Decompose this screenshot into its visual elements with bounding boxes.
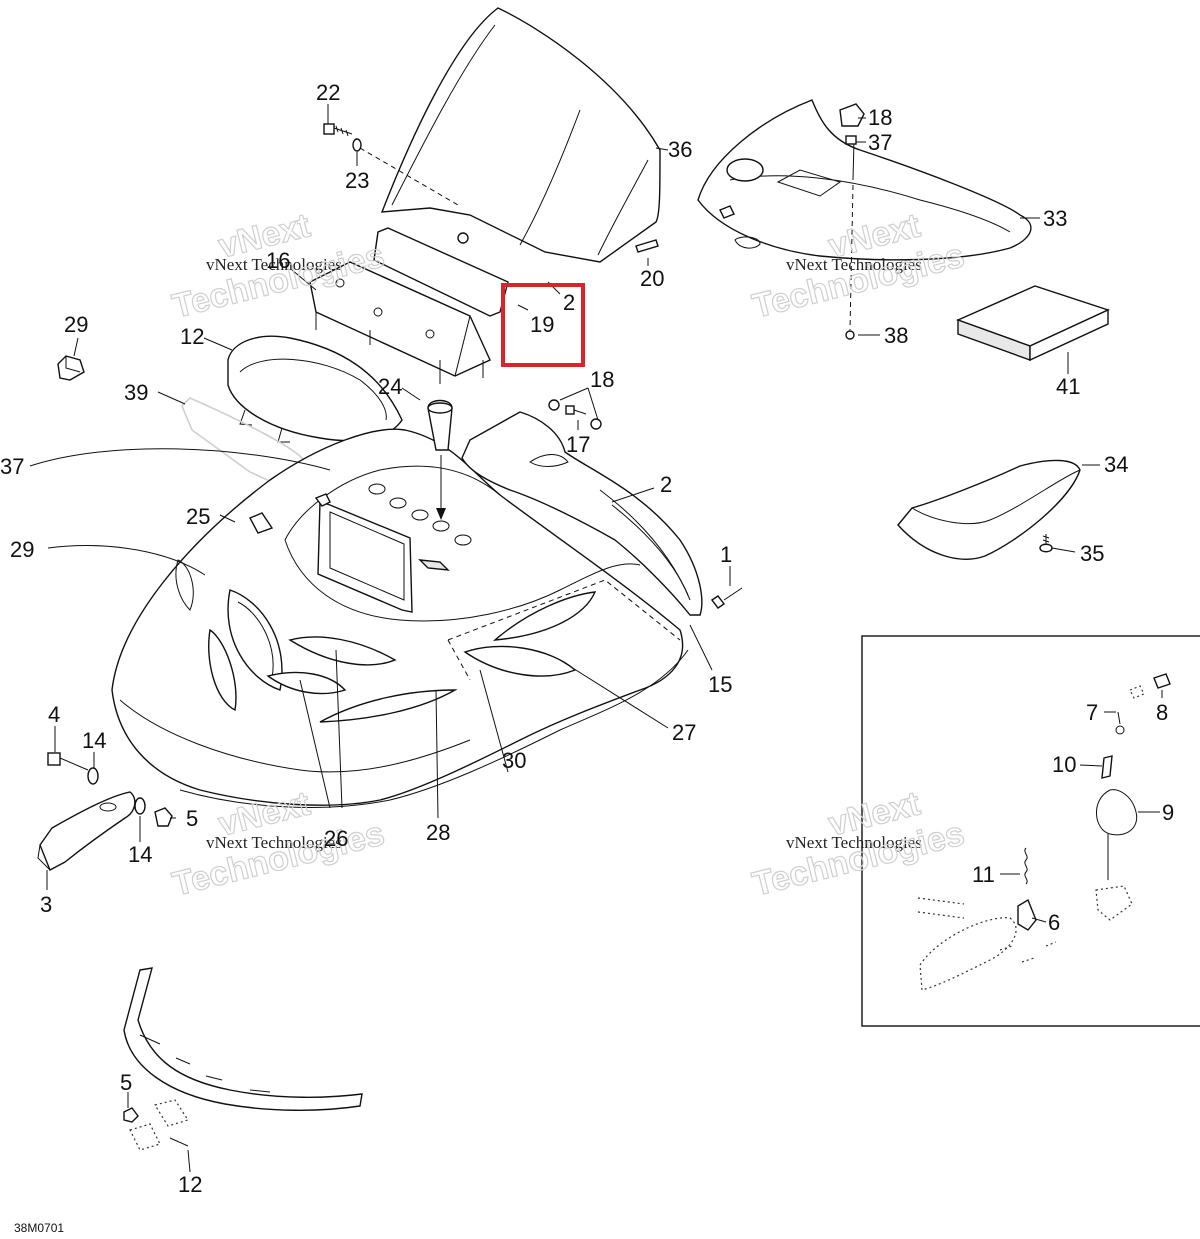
svg-text:vNext Technologies: vNext Technologies — [786, 833, 922, 852]
label-35: 35 — [1080, 541, 1104, 566]
label-11: 11 — [972, 862, 995, 887]
label-18-top: 18 — [868, 105, 892, 130]
label-23: 23 — [345, 168, 369, 193]
label-33: 33 — [1043, 206, 1067, 231]
label-20: 20 — [640, 266, 664, 291]
side-panel-part — [461, 411, 703, 616]
label-41: 41 — [1056, 374, 1080, 399]
label-7: 7 — [1086, 700, 1098, 725]
inset-detail — [861, 635, 1200, 1027]
fastener-hardware — [57, 103, 1053, 609]
tray-part — [697, 99, 1032, 261]
drawing-reference-code: 38M0701 — [14, 1221, 64, 1235]
label-16: 16 — [266, 248, 290, 273]
label-19: 19 — [530, 312, 554, 337]
label-39: 39 — [124, 380, 148, 405]
label-3: 3 — [40, 892, 52, 917]
label-22: 22 — [316, 80, 340, 105]
windshield-part — [380, 7, 661, 263]
label-34: 34 — [1104, 452, 1128, 477]
label-29-left: 29 — [10, 537, 34, 562]
label-9: 9 — [1162, 800, 1174, 825]
label-2-side: 2 — [660, 472, 672, 497]
label-12-bottom: 12 — [178, 1172, 202, 1197]
storage-bag-part — [373, 227, 509, 317]
highlight-box — [501, 283, 585, 367]
label-38: 38 — [884, 323, 908, 348]
label-17: 17 — [566, 432, 590, 457]
label-27: 27 — [672, 720, 696, 745]
label-8: 8 — [1156, 700, 1168, 725]
label-14-top: 14 — [82, 728, 106, 753]
hood-part — [111, 428, 689, 808]
rail-part — [123, 967, 363, 1151]
label-36: 36 — [668, 137, 692, 162]
label-14-bottom: 14 — [128, 842, 152, 867]
label-5-bottom: 5 — [120, 1070, 132, 1095]
label-18-mid: 18 — [590, 367, 614, 392]
svg-text:vNext Technologies: vNext Technologies — [786, 255, 922, 274]
label-4: 4 — [48, 702, 60, 727]
pad-part — [227, 335, 403, 443]
label-1: 1 — [720, 542, 732, 567]
label-6: 6 — [1048, 910, 1060, 935]
label-24: 24 — [378, 374, 402, 399]
label-29-top: 29 — [64, 312, 88, 337]
label-30: 30 — [502, 748, 526, 773]
foam-pad-part — [956, 285, 1110, 362]
label-28: 28 — [426, 820, 450, 845]
label-37-top: 37 — [868, 130, 892, 155]
label-26: 26 — [324, 826, 348, 851]
label-12-top: 12 — [180, 324, 204, 349]
console-part — [309, 261, 491, 384]
label-10: 10 — [1052, 752, 1076, 777]
bracket-part — [37, 752, 173, 871]
label-15: 15 — [708, 672, 732, 697]
svg-text:vNext Technologies: vNext Technologies — [206, 255, 342, 274]
label-25: 25 — [186, 504, 210, 529]
label-5-mid: 5 — [186, 806, 198, 831]
part-labels: 22 23 36 16 2 19 20 18 37 33 38 41 29 12… — [0, 80, 1174, 1197]
label-37-left: 37 — [0, 454, 24, 479]
leader-lines — [46, 104, 1163, 1173]
deflector-part — [897, 459, 1081, 560]
svg-text:vNext Technologies: vNext Technologies — [206, 833, 342, 852]
label-2-top: 2 — [563, 290, 575, 315]
